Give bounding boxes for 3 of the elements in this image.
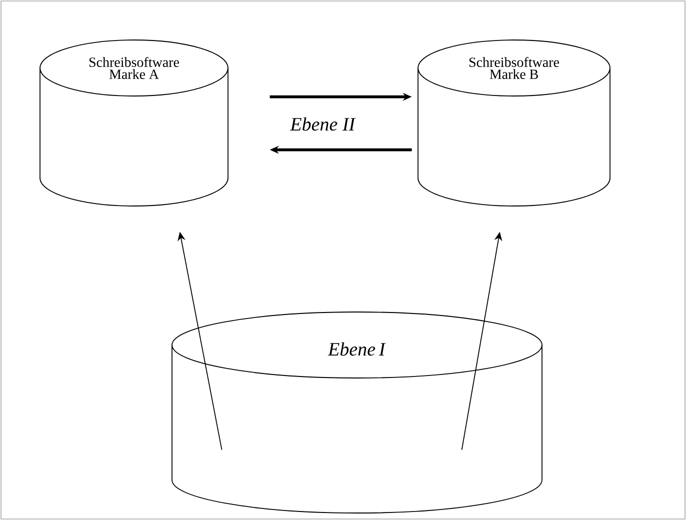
- node-label: Schreibsoftware: [469, 57, 559, 68]
- node-label: Schreibsoftware: [89, 57, 179, 68]
- edge-label: Ebene II: [289, 116, 357, 132]
